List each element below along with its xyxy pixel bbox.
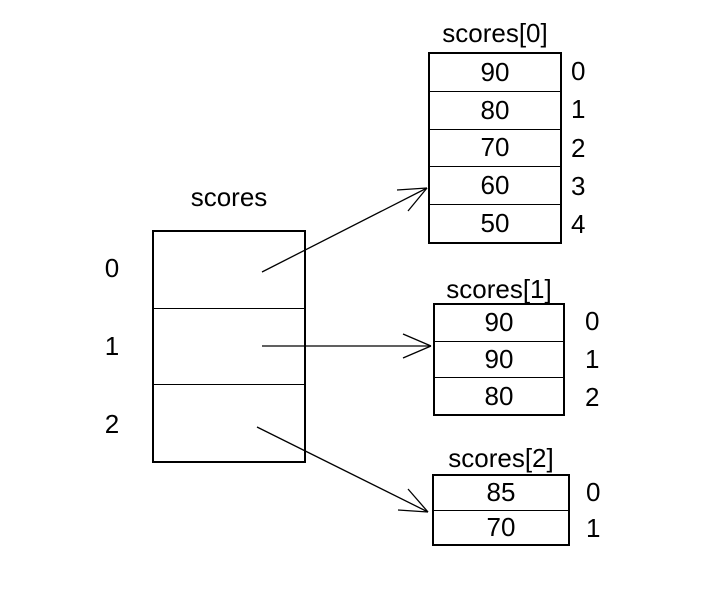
array-cell: 60	[430, 166, 560, 204]
sub-array-box-2: 85 70	[432, 474, 570, 546]
main-array-title: scores	[190, 182, 268, 212]
array-cell: 80	[430, 90, 560, 129]
main-index-label: 1	[104, 331, 120, 361]
sub-array-title: scores[2]	[448, 443, 554, 473]
array-cell: 80	[435, 377, 563, 414]
array-cell: 90	[480, 56, 510, 87]
main-array-index-column: 0 1 2	[92, 230, 132, 463]
index-label: 2	[571, 132, 586, 163]
index-label: 0	[585, 306, 600, 337]
sub-array-index-column-2: 0 1	[586, 474, 616, 546]
index-label: 0	[586, 476, 601, 507]
main-index-label: 2	[104, 408, 120, 439]
index-label: 3	[571, 170, 586, 201]
index-label: 1	[585, 344, 600, 374]
main-index-label: 0	[104, 253, 120, 284]
sub-array-title: scores[0]	[442, 18, 548, 48]
array-cell: 50	[430, 204, 560, 242]
sub-array-index-column-1: 0 1 2	[585, 303, 615, 416]
array-cell: 85	[486, 477, 516, 508]
array-cell: 90	[484, 307, 514, 338]
array-cell: 70	[434, 509, 568, 545]
main-array-cell	[154, 307, 304, 385]
sub-array-box-0: 90 80 70 60 50	[428, 52, 562, 244]
main-array-cell	[154, 384, 304, 461]
array-cell: 70	[430, 128, 560, 167]
index-label: 1	[586, 512, 601, 543]
index-label: 1	[571, 94, 586, 125]
sub-array-title: scores[1]	[446, 274, 552, 304]
main-array-box	[152, 230, 306, 463]
index-label: 0	[571, 55, 586, 86]
array-cell: 90	[435, 340, 563, 378]
main-array-cell	[154, 232, 304, 308]
index-label: 2	[585, 381, 600, 412]
sub-array-index-column-0: 0 1 2 3 4	[571, 52, 601, 244]
index-label: 4	[571, 209, 586, 240]
sub-array-box-1: 90 90 80	[433, 303, 565, 416]
